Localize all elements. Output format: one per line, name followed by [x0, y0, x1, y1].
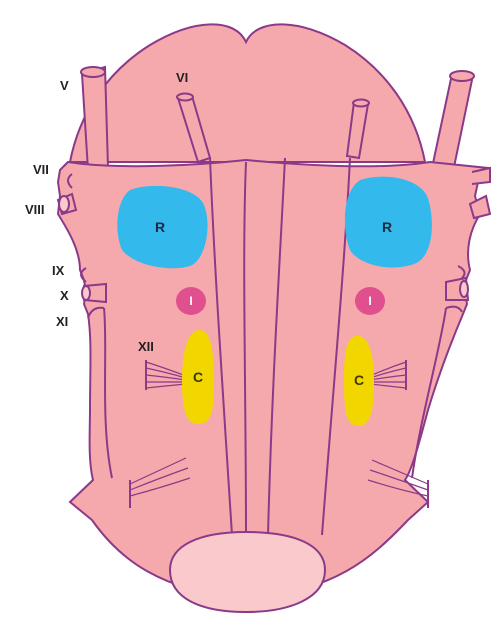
- region-i-left-label: I: [189, 295, 192, 307]
- nerve-label-ix: IX: [52, 264, 64, 277]
- pons: [70, 24, 425, 162]
- region-r-right-label: R: [382, 220, 392, 234]
- obex: [170, 532, 325, 612]
- nerve-label-v: V: [60, 79, 69, 92]
- nerve-label-xii: XII: [138, 340, 154, 353]
- nerve-label-x: X: [60, 289, 69, 302]
- region-c-left-label: C: [193, 370, 203, 384]
- region-r-left-label: R: [155, 220, 165, 234]
- nerve-x-left: [82, 284, 106, 302]
- nerve-label-vii: VII: [33, 163, 49, 176]
- nerve-viii-left: [58, 194, 76, 214]
- nerve-label-viii: VIII: [25, 203, 45, 216]
- region-i-right-label: I: [368, 295, 371, 307]
- nerve-label-vi: VI: [176, 71, 188, 84]
- nerve-label-xi: XI: [56, 315, 68, 328]
- nerve-x-right: [446, 278, 468, 300]
- nerve-v-right: [432, 71, 474, 172]
- region-c-right-label: C: [354, 373, 364, 387]
- nerve-vii-right: [472, 168, 490, 184]
